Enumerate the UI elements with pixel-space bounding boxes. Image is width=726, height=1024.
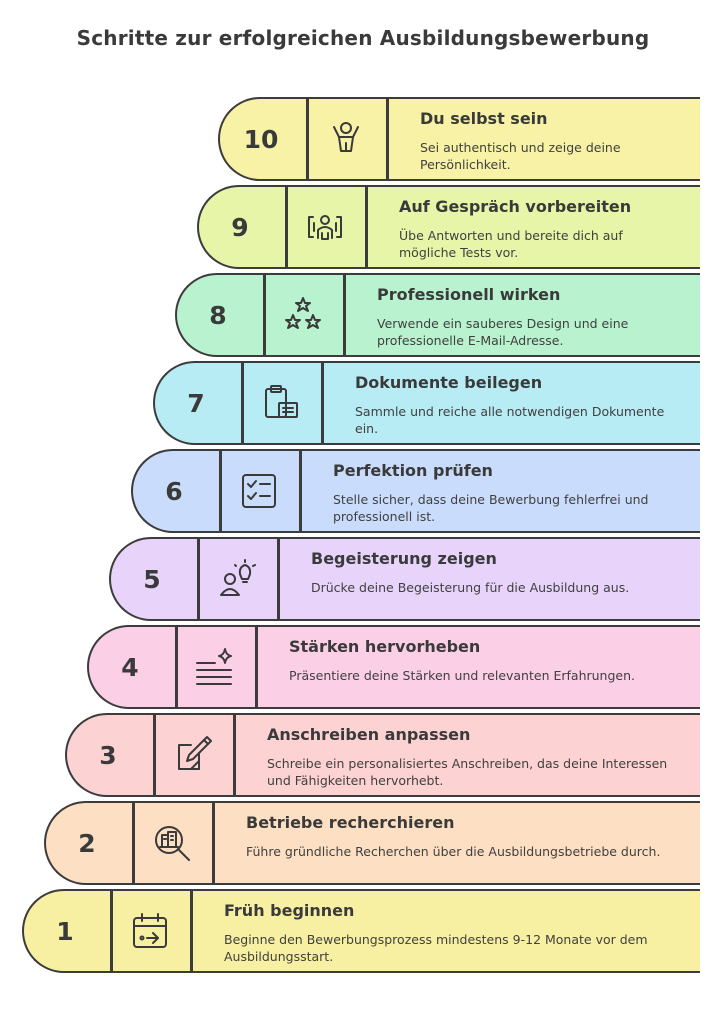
person-cheering-icon bbox=[308, 97, 384, 181]
step-text: Früh beginnen Beginne den Bewerbungsproz… bbox=[224, 889, 690, 973]
step-3: 3 Anschreiben anpassen Schreibe ein pers… bbox=[65, 713, 700, 797]
divider bbox=[365, 185, 368, 269]
stars-icon bbox=[265, 273, 341, 357]
step-number: 10 bbox=[243, 124, 279, 154]
divider bbox=[110, 889, 113, 973]
step-heading: Begeisterung zeigen bbox=[311, 549, 497, 568]
step-description: Drücke deine Begeisterung für die Ausbil… bbox=[311, 580, 630, 595]
divider bbox=[386, 97, 389, 181]
step-text: Professionell wirken Verwende ein sauber… bbox=[377, 273, 690, 357]
step-text: Begeisterung zeigen Drücke deine Begeist… bbox=[311, 537, 690, 621]
step-7: 7 Dokumente beilegen Sammle und reiche a… bbox=[153, 361, 700, 445]
person-idea-icon bbox=[199, 537, 275, 621]
step-number: 8 bbox=[209, 300, 227, 330]
step-heading: Auf Gespräch vorbereiten bbox=[399, 197, 632, 216]
sparkle-list-icon bbox=[177, 625, 253, 709]
clipboard-documents-icon bbox=[243, 361, 319, 445]
step-description: Beginne den Bewerbungsprozess mindestens… bbox=[224, 932, 648, 964]
step-text: Anschreiben anpassen Schreibe ein person… bbox=[267, 713, 690, 797]
divider bbox=[255, 625, 258, 709]
step-5-background bbox=[109, 537, 700, 621]
step-6: 6 Perfektion prüfen Stelle sicher, dass … bbox=[131, 449, 700, 533]
step-text: Perfektion prüfen Stelle sicher, dass de… bbox=[333, 449, 690, 533]
divider bbox=[299, 449, 302, 533]
step-2: 2 Betriebe recherchieren Führe gründlich… bbox=[44, 801, 700, 885]
search-building-icon bbox=[134, 801, 210, 885]
step-heading: Stärken hervorheben bbox=[289, 637, 481, 656]
step-description: Übe Antworten und bereite dich auf mögli… bbox=[399, 228, 623, 260]
step-number: 5 bbox=[143, 564, 161, 594]
calendar-icon bbox=[112, 889, 188, 973]
step-9: 9 Auf Gespräch vorbereiten Übe Antworten… bbox=[197, 185, 700, 269]
step-8: 8 Professionell wirken Verwende ein saub… bbox=[175, 273, 700, 357]
step-9-background bbox=[197, 185, 700, 269]
step-8-background bbox=[175, 273, 700, 357]
step-heading: Du selbst sein bbox=[420, 109, 548, 128]
divider bbox=[306, 97, 309, 181]
step-text: Du selbst sein Sei authentisch und zeige… bbox=[420, 97, 690, 181]
step-heading: Früh beginnen bbox=[224, 901, 355, 920]
divider bbox=[233, 713, 236, 797]
step-description: Schreibe ein personalisiertes Anschreibe… bbox=[267, 756, 668, 788]
divider bbox=[175, 625, 178, 709]
step-number: 7 bbox=[187, 388, 205, 418]
divider bbox=[285, 185, 288, 269]
step-4-background bbox=[87, 625, 700, 709]
step-number: 2 bbox=[78, 828, 96, 858]
step-number: 9 bbox=[231, 212, 249, 242]
step-number: 1 bbox=[56, 916, 74, 946]
divider bbox=[277, 537, 280, 621]
step-heading: Anschreiben anpassen bbox=[267, 725, 471, 744]
divider bbox=[197, 537, 200, 621]
step-number: 4 bbox=[121, 652, 139, 682]
divider bbox=[132, 801, 135, 885]
interview-icon bbox=[287, 185, 363, 269]
step-description: Präsentiere deine Stärken und relevanten… bbox=[289, 668, 635, 683]
step-1: 1 Früh beginnen Beginne den Bewerbungspr… bbox=[22, 889, 700, 973]
divider bbox=[153, 713, 156, 797]
step-number: 3 bbox=[99, 740, 117, 770]
divider bbox=[263, 273, 266, 357]
divider bbox=[241, 361, 244, 445]
divider bbox=[212, 801, 215, 885]
divider bbox=[219, 449, 222, 533]
page-title: Schritte zur erfolgreichen Ausbildungsbe… bbox=[76, 26, 650, 50]
step-7-background bbox=[153, 361, 700, 445]
step-description: Verwende ein sauberes Design und eine pr… bbox=[377, 316, 629, 348]
step-10: 10 Du selbst sein Sei authentisch und ze… bbox=[218, 97, 700, 181]
step-description: Stelle sicher, dass deine Bewerbung fehl… bbox=[333, 492, 649, 524]
step-2-background bbox=[44, 801, 700, 885]
pen-paper-icon bbox=[155, 713, 231, 797]
step-text: Stärken hervorheben Präsentiere deine St… bbox=[289, 625, 690, 709]
step-heading: Professionell wirken bbox=[377, 285, 561, 304]
step-5: 5 Begeisterung zeigen Drücke deine Begei… bbox=[109, 537, 700, 621]
step-3-background bbox=[65, 713, 700, 797]
step-heading: Perfektion prüfen bbox=[333, 461, 493, 480]
divider bbox=[321, 361, 324, 445]
divider bbox=[190, 889, 193, 973]
checklist-icon bbox=[221, 449, 297, 533]
step-description: Sei authentisch und zeige deine Persönli… bbox=[420, 140, 621, 172]
divider bbox=[343, 273, 346, 357]
step-number: 6 bbox=[165, 476, 183, 506]
step-heading: Betriebe recherchieren bbox=[246, 813, 455, 832]
step-10-background bbox=[218, 97, 700, 181]
step-description: Sammle und reiche alle notwendigen Dokum… bbox=[355, 404, 665, 436]
step-6-background bbox=[131, 449, 700, 533]
step-heading: Dokumente beilegen bbox=[355, 373, 543, 392]
step-text: Betriebe recherchieren Führe gründliche … bbox=[246, 801, 690, 885]
step-text: Dokumente beilegen Sammle und reiche all… bbox=[355, 361, 690, 445]
step-text: Auf Gespräch vorbereiten Übe Antworten u… bbox=[399, 185, 690, 269]
step-description: Führe gründliche Recherchen über die Aus… bbox=[246, 844, 661, 859]
step-4: 4 Stärken hervorheben Präsentiere deine … bbox=[87, 625, 700, 709]
